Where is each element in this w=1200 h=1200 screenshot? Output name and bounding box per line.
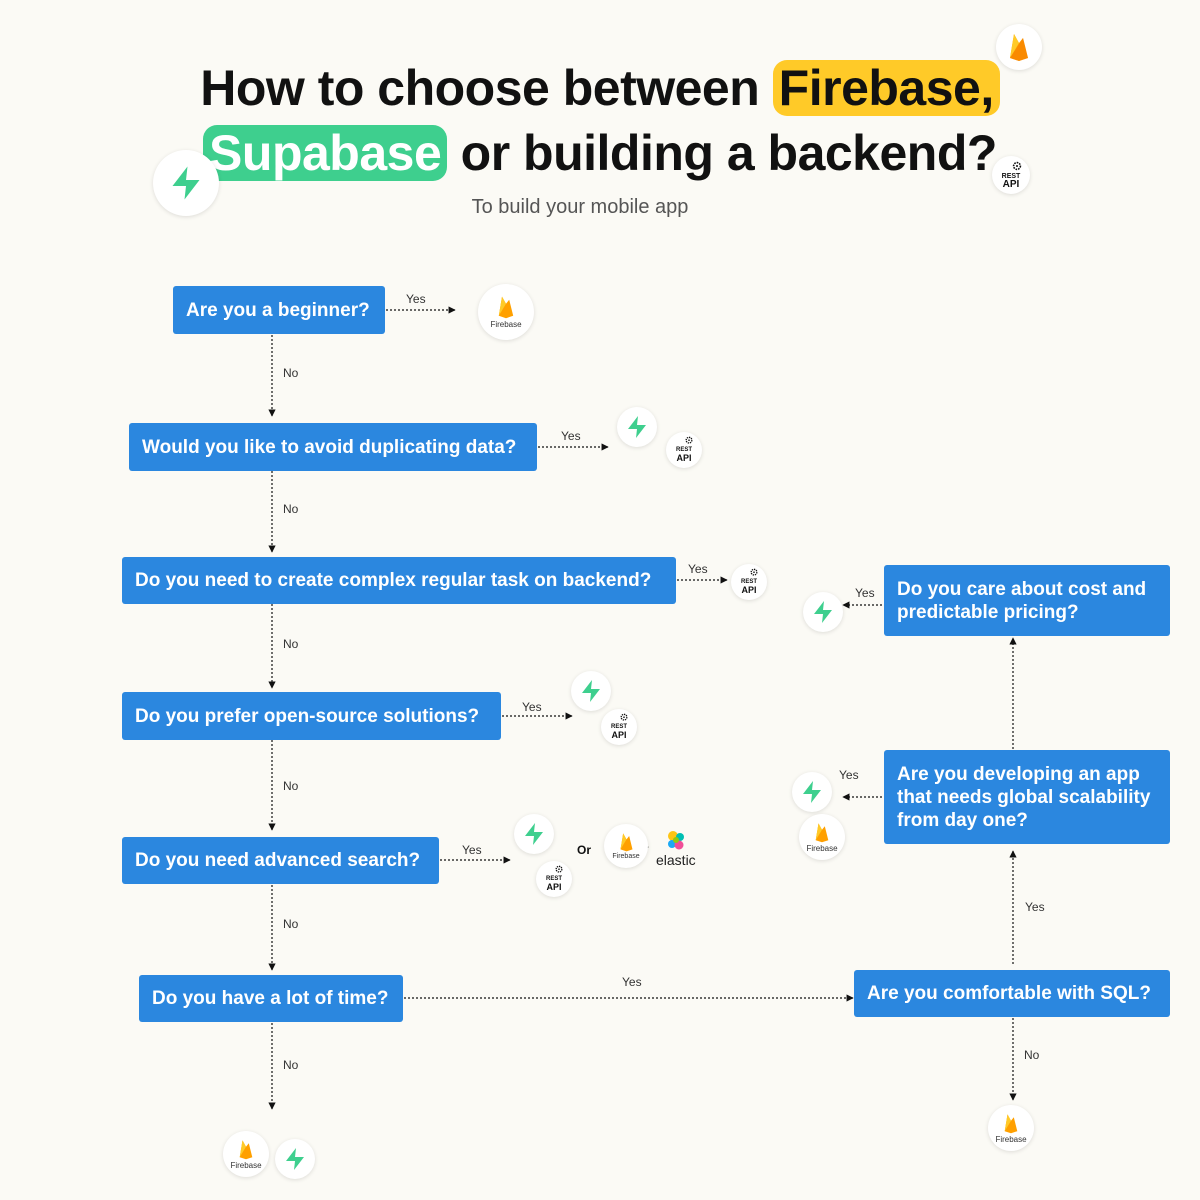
label-no: No	[283, 917, 299, 931]
rest-api-text: API	[741, 585, 757, 595]
firebase-caption: Firebase	[490, 320, 522, 329]
firebase-icon: Firebase	[223, 1131, 269, 1177]
label-no: No	[283, 779, 299, 793]
firebase-highlight: Firebase,	[772, 60, 1000, 116]
firebase-icon: Firebase	[478, 284, 534, 340]
supabase-highlight: Supabase	[203, 125, 448, 181]
supabase-icon	[153, 150, 219, 216]
label-yes: Yes	[561, 429, 581, 443]
title-prefix: How to choose between	[200, 60, 773, 116]
rest-api-text: API	[1002, 178, 1020, 190]
label-no: No	[1024, 1048, 1040, 1062]
rest-api-text: API	[546, 882, 562, 892]
label-no: No	[283, 502, 299, 516]
label-no: No	[283, 366, 299, 380]
elastic-label: elastic	[656, 852, 696, 868]
rest-api-text: REST	[675, 447, 692, 453]
firebase-caption: Firebase	[612, 853, 640, 860]
question-beginner: Are you a beginner?	[173, 286, 385, 334]
firebase-caption: Firebase	[230, 1160, 262, 1170]
supabase-icon	[617, 407, 657, 447]
label-yes: Yes	[462, 843, 482, 857]
label-no: No	[283, 1058, 299, 1072]
supabase-icon	[803, 592, 843, 632]
label-yes: Yes	[839, 768, 859, 782]
rest-api-text: REST	[1001, 172, 1021, 180]
question-sql: Are you comfortable with SQL?	[854, 970, 1170, 1017]
rest-api-text: API	[676, 453, 692, 463]
question-advanced-search: Do you need advanced search?	[122, 837, 439, 884]
rest-api-text: REST	[610, 724, 627, 730]
firebase-caption: Firebase	[806, 843, 838, 853]
rest-api-text: REST	[740, 579, 757, 585]
label-yes: Yes	[522, 700, 542, 714]
title-suffix: or building a backend?	[447, 125, 998, 181]
question-lot-of-time: Do you have a lot of time?	[139, 975, 403, 1022]
question-cost-pricing: Do you care about cost and predictable p…	[884, 565, 1170, 636]
title-line-1: How to choose between Firebase,	[0, 57, 1200, 119]
firebase-icon: Firebase	[604, 824, 648, 868]
label-yes: Yes	[622, 975, 642, 989]
supabase-icon	[514, 814, 554, 854]
supabase-icon	[275, 1139, 315, 1179]
subtitle: To build your mobile app	[471, 196, 689, 218]
firebase-caption: Firebase	[995, 1134, 1027, 1144]
elastic-icon: elastic	[656, 828, 696, 868]
label-no: No	[283, 637, 299, 651]
rest-api-text: API	[611, 730, 627, 740]
firebase-icon: Firebase	[799, 814, 845, 860]
label-yes: Yes	[1025, 900, 1045, 914]
label-yes: Yes	[406, 292, 426, 306]
label-yes: Yes	[688, 562, 708, 576]
question-global-scalability: Are you developing an app that needs glo…	[884, 750, 1170, 844]
firebase-icon	[996, 24, 1042, 70]
question-complex-task: Do you need to create complex regular ta…	[122, 557, 676, 604]
question-open-source: Do you prefer open-source solutions?	[122, 692, 501, 740]
firebase-icon: Firebase	[988, 1105, 1034, 1151]
supabase-icon	[792, 772, 832, 812]
supabase-icon	[571, 671, 611, 711]
title-line-2: Supabase or building a backend?	[0, 122, 1200, 184]
label-or: Or	[577, 843, 592, 857]
rest-api-text: REST	[545, 876, 562, 882]
label-yes: Yes	[855, 586, 875, 600]
question-avoid-duplicating: Would you like to avoid duplicating data…	[129, 423, 537, 471]
